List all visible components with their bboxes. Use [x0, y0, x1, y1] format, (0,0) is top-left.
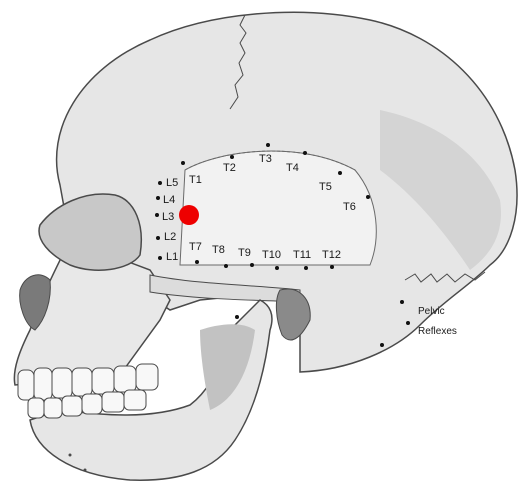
point-T5 [338, 171, 342, 175]
label-L2: L2 [164, 231, 176, 243]
foramen-dot [84, 469, 87, 472]
point-T1 [181, 161, 185, 165]
point-T7 [195, 260, 199, 264]
point-T4 [303, 151, 307, 155]
point-extra [235, 315, 239, 319]
label-T2: T2 [223, 162, 236, 174]
label-L3: L3 [162, 211, 174, 223]
point-pelvic-1 [400, 300, 404, 304]
point-T2 [230, 155, 234, 159]
point-L2 [156, 236, 160, 240]
point-T6 [366, 195, 370, 199]
point-T10 [275, 266, 279, 270]
label-T1: T1 [189, 174, 202, 186]
label-L1: L1 [166, 251, 178, 263]
label-reflexes: Reflexes [418, 326, 457, 337]
label-L5: L5 [166, 177, 178, 189]
label-T7: T7 [189, 241, 202, 253]
orbit [39, 194, 141, 270]
point-T8 [224, 264, 228, 268]
point-L4 [156, 196, 160, 200]
label-T9: T9 [238, 247, 251, 259]
red-dot-marker [179, 205, 199, 225]
label-T10: T10 [262, 249, 281, 261]
point-L3 [155, 213, 159, 217]
label-T6: T6 [343, 201, 356, 213]
label-T3: T3 [259, 153, 272, 165]
label-T12: T12 [322, 249, 341, 261]
foramen-dot [69, 454, 72, 457]
label-T11: T11 [293, 249, 311, 261]
point-T3 [266, 143, 270, 147]
point-T11 [304, 266, 308, 270]
label-T5: T5 [319, 181, 332, 193]
label-T4: T4 [286, 162, 299, 174]
label-T8: T8 [212, 244, 225, 256]
point-T9 [250, 263, 254, 267]
point-L1 [158, 256, 162, 260]
point-L5 [158, 181, 162, 185]
point-pelvic-3 [380, 343, 384, 347]
point-T12 [330, 265, 334, 269]
point-pelvic-2 [406, 321, 410, 325]
label-pelvic: Pelvic [418, 306, 445, 317]
label-L4: L4 [163, 194, 175, 206]
